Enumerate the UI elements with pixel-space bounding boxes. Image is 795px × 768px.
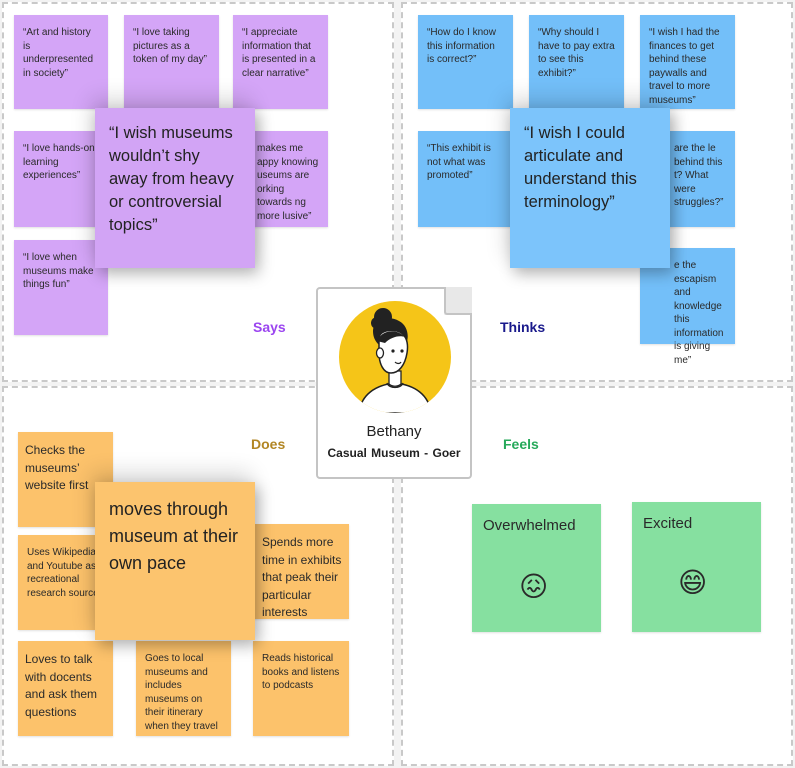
says-note[interactable]: “I appreciate information that is presen… xyxy=(233,15,328,109)
says-note[interactable]: “I love taking pictures as a token of my… xyxy=(124,15,219,109)
does-note[interactable]: Reads historical books and listens to po… xyxy=(253,641,349,736)
does-note[interactable]: Spends more time in exhibits that peak t… xyxy=(253,524,349,619)
thinks-note[interactable]: “How do I know this information is corre… xyxy=(418,15,513,109)
does-label: Does xyxy=(251,436,286,452)
says-note[interactable]: “Art and history is underpresented in so… xyxy=(14,15,108,109)
avatar xyxy=(339,301,451,413)
emotion-label: Overwhelmed xyxy=(483,517,576,534)
thinks-note[interactable]: “This exhibit is not what was promoted” xyxy=(418,131,513,227)
thinks-note[interactable]: “Why should I have to pay extra to see t… xyxy=(529,15,624,109)
grinning-face-icon: 😄 xyxy=(678,567,708,598)
folded-corner xyxy=(444,287,472,315)
persona-card[interactable]: Bethany Casual Museum - Goer xyxy=(316,287,472,479)
thinks-note[interactable]: “I wish I had the finances to get behind… xyxy=(640,15,735,109)
persona-role: Casual Museum - Goer xyxy=(327,446,461,460)
thinks-label: Thinks xyxy=(500,319,546,335)
does-highlight-note[interactable]: moves through museum at their own pace xyxy=(95,482,255,640)
confounded-face-icon: 😖 xyxy=(519,571,549,602)
thinks-highlight-note[interactable]: “I wish I could articulate and understan… xyxy=(510,108,670,268)
says-label: Says xyxy=(253,319,286,335)
does-note[interactable]: Goes to local museums and includes museu… xyxy=(136,641,231,736)
feels-emotion-overwhelmed[interactable]: Overwhelmed 😖 xyxy=(472,504,601,632)
does-note[interactable]: Loves to talk with docents and ask them … xyxy=(18,641,113,736)
feels-emotion-excited[interactable]: Excited 😄 xyxy=(632,502,761,632)
says-note[interactable]: “I love when museums make things fun” xyxy=(14,240,108,335)
says-note[interactable]: “I love hands-on learning experiences” xyxy=(14,131,108,227)
emotion-label: Excited xyxy=(643,515,693,532)
persona-name: Bethany xyxy=(366,423,422,440)
feels-label: Feels xyxy=(503,436,539,452)
says-highlight-note[interactable]: “I wish museums wouldn’t shy away from h… xyxy=(95,108,255,268)
